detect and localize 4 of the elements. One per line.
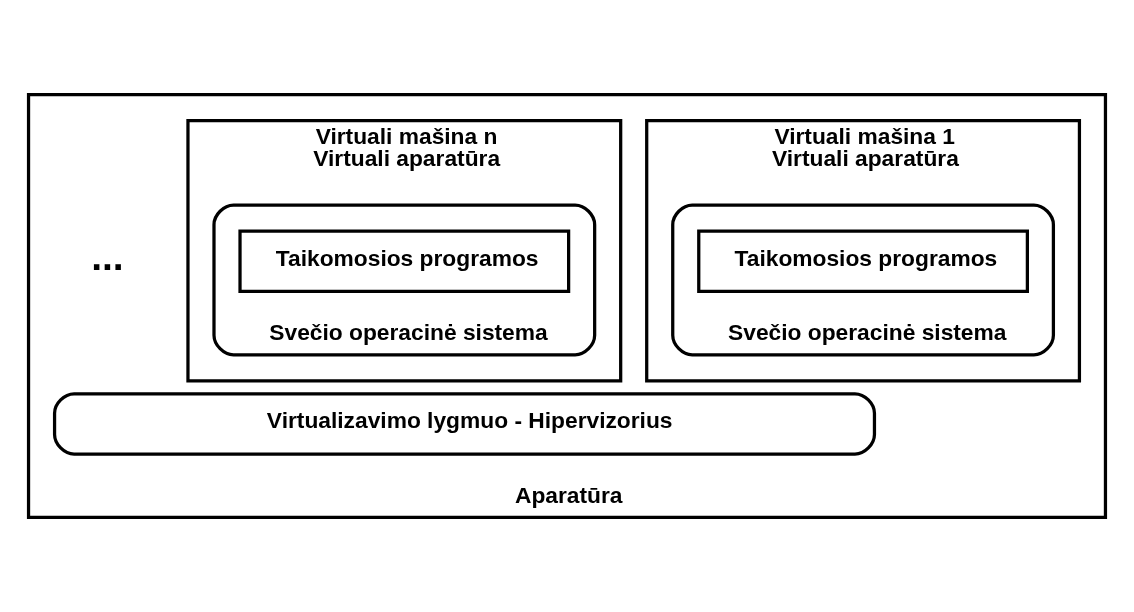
node-box: Taikomosios programos bbox=[697, 229, 1029, 293]
node-box: Virtualizavimo lygmuo - Hipervizorius bbox=[52, 392, 877, 456]
label: ... bbox=[91, 234, 124, 278]
node-box: Taikomosios programos bbox=[238, 229, 571, 293]
